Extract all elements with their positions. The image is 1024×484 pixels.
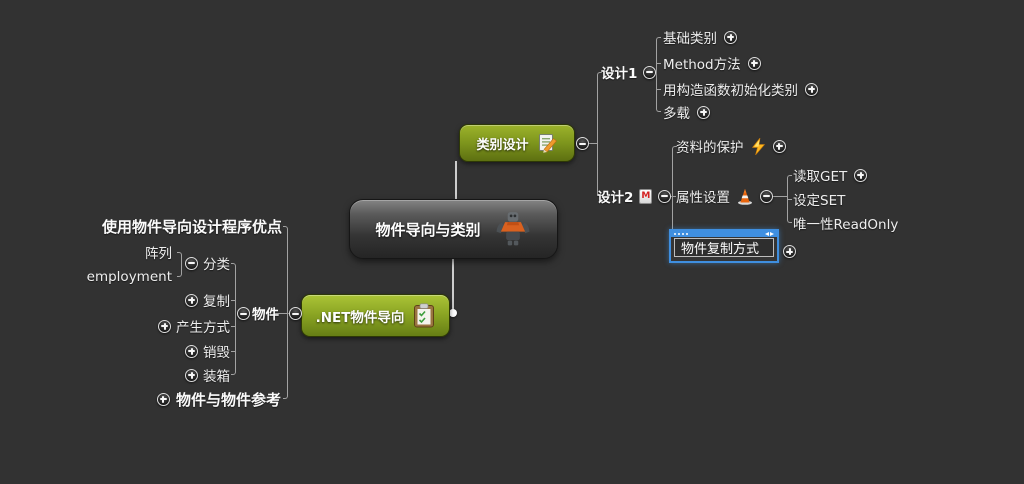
topic-label: 资料的保护	[676, 140, 744, 156]
stub-design1-child3	[656, 89, 661, 90]
expand-icon-object-copy[interactable]	[783, 245, 796, 258]
collapse-icon-property-settings[interactable]	[760, 189, 773, 203]
collapse-icon-design2[interactable]	[658, 189, 672, 203]
topic-label: 用构造函数初始化类别	[663, 83, 798, 99]
topic-readonly[interactable]: 唯一性ReadOnly	[793, 214, 899, 233]
marker-letter: M	[641, 191, 651, 201]
expand-icon[interactable]	[724, 30, 737, 44]
topic-boxing[interactable]: 装箱	[185, 366, 230, 385]
stub-object	[275, 313, 289, 314]
root-topic-label: 物件导向与类别	[375, 220, 481, 239]
drag-handle-dots-icon[interactable]	[674, 233, 688, 235]
topic-label: 唯一性ReadOnly	[793, 217, 899, 233]
design1-label: 设计1	[601, 66, 638, 82]
robot-icon	[494, 211, 532, 247]
collapse-icon-dotnet[interactable]	[289, 307, 302, 320]
topic-design1[interactable]: 设计1	[601, 63, 657, 82]
branch-bracket-dotnet-children	[283, 226, 288, 399]
topic-label: 基础类别	[663, 31, 717, 47]
topic-data-protection[interactable]: 资料的保护	[676, 137, 786, 156]
topic-read-get[interactable]: 读取GET	[793, 166, 868, 185]
topic-label: 多载	[663, 106, 690, 122]
topic-array[interactable]: 阵列	[145, 243, 172, 262]
branch-bracket-object-children	[231, 263, 236, 375]
branch-bracket-classification-children	[177, 252, 182, 277]
dotnet-label: .NET物件导向	[315, 309, 405, 326]
expand-icon[interactable]	[772, 139, 786, 153]
topic-copy[interactable]: 复制	[185, 291, 230, 310]
expand-icon[interactable]	[805, 82, 818, 96]
topic-property-settings[interactable]: 属性设置	[676, 187, 773, 206]
topic-label: 读取GET	[793, 169, 848, 185]
class-design-label: 类别设计	[476, 137, 529, 153]
expand-icon[interactable]	[697, 105, 710, 119]
expand-icon[interactable]	[156, 392, 170, 406]
topic-label: employment	[86, 269, 172, 285]
topic-creation-method[interactable]: 产生方式	[158, 317, 230, 336]
clipboard-checklist-icon	[413, 303, 435, 328]
topic-label: 物件	[252, 307, 279, 323]
topic-label: 复制	[203, 294, 230, 310]
topic-classification[interactable]: 分类	[185, 254, 230, 273]
expand-icon[interactable]	[747, 56, 761, 70]
expand-icon[interactable]	[854, 168, 868, 182]
branch-bracket-classdesign-children	[597, 72, 602, 196]
stub-property-settings	[772, 196, 787, 197]
topic-label: 物件与物件参考	[175, 390, 281, 409]
topic-advantages[interactable]: 使用物件导向设计程序优点	[101, 217, 282, 236]
stub-property-child2	[787, 199, 792, 200]
topic-edit-box[interactable]: 物件复制方式	[674, 238, 774, 257]
topic-object-copy-selected[interactable]: 物件复制方式	[669, 229, 779, 263]
node-root-topic[interactable]: 物件导向与类别	[349, 199, 558, 259]
collapse-icon-class-design[interactable]	[576, 137, 589, 150]
stub-object-child2	[231, 300, 235, 301]
notes-pencil-icon	[538, 133, 558, 153]
topic-destroy[interactable]: 销毁	[185, 342, 230, 361]
collapse-icon-classification[interactable]	[185, 256, 198, 270]
topic-object-reference[interactable]: 物件与物件参考	[156, 390, 281, 409]
expand-icon[interactable]	[185, 344, 198, 358]
topic-overload[interactable]: 多载	[663, 103, 710, 122]
collapse-icon-design1[interactable]	[643, 65, 657, 79]
resize-handle-icon[interactable]	[765, 232, 774, 236]
stub-design1-child2	[656, 63, 661, 64]
node-dotnet-oo[interactable]: .NET物件导向	[301, 294, 450, 337]
topic-label: 产生方式	[176, 320, 230, 336]
topic-employment[interactable]: employment	[87, 268, 172, 286]
connector-root-classdesign	[455, 161, 457, 200]
marker-m-icon[interactable]: M	[639, 188, 653, 204]
stub-object-child3	[231, 326, 235, 327]
topic-label: 分类	[203, 257, 230, 273]
topic-label: 属性设置	[676, 190, 730, 206]
stub-design2-child2	[668, 196, 676, 197]
topic-label: 物件复制方式	[681, 242, 760, 257]
expand-icon[interactable]	[185, 293, 198, 307]
collapse-icon-object[interactable]	[237, 307, 250, 320]
connection-point-dot	[449, 309, 457, 317]
stub-object-child4	[231, 351, 235, 352]
connector-root-dotnet	[452, 258, 454, 311]
node-class-design[interactable]: 类别设计	[459, 124, 575, 162]
topic-set-set[interactable]: 设定SET	[793, 190, 846, 209]
topic-design2[interactable]: 设计2 M	[597, 187, 672, 206]
topic-label: 设定SET	[793, 193, 846, 209]
topic-label: 装箱	[203, 369, 230, 385]
expand-icon[interactable]	[158, 319, 171, 333]
traffic-cone-icon	[737, 188, 753, 205]
topic-label: 销毁	[203, 345, 230, 361]
topic-label: 使用物件导向设计程序优点	[101, 217, 282, 236]
design2-label: 设计2	[597, 190, 634, 206]
topic-method[interactable]: Method方法	[663, 54, 761, 73]
stub-classdesign	[589, 143, 597, 144]
selection-header-strip	[671, 231, 777, 237]
topic-label: 阵列	[145, 246, 172, 262]
topic-constructor-init[interactable]: 用构造函数初始化类别	[663, 80, 818, 99]
lightning-icon	[751, 137, 766, 155]
topic-label: Method方法	[663, 57, 741, 73]
topic-object[interactable]: 物件	[252, 304, 279, 323]
branch-bracket-design1-children	[656, 37, 661, 112]
topic-base-category[interactable]: 基础类别	[663, 28, 737, 47]
expand-icon[interactable]	[185, 368, 198, 382]
